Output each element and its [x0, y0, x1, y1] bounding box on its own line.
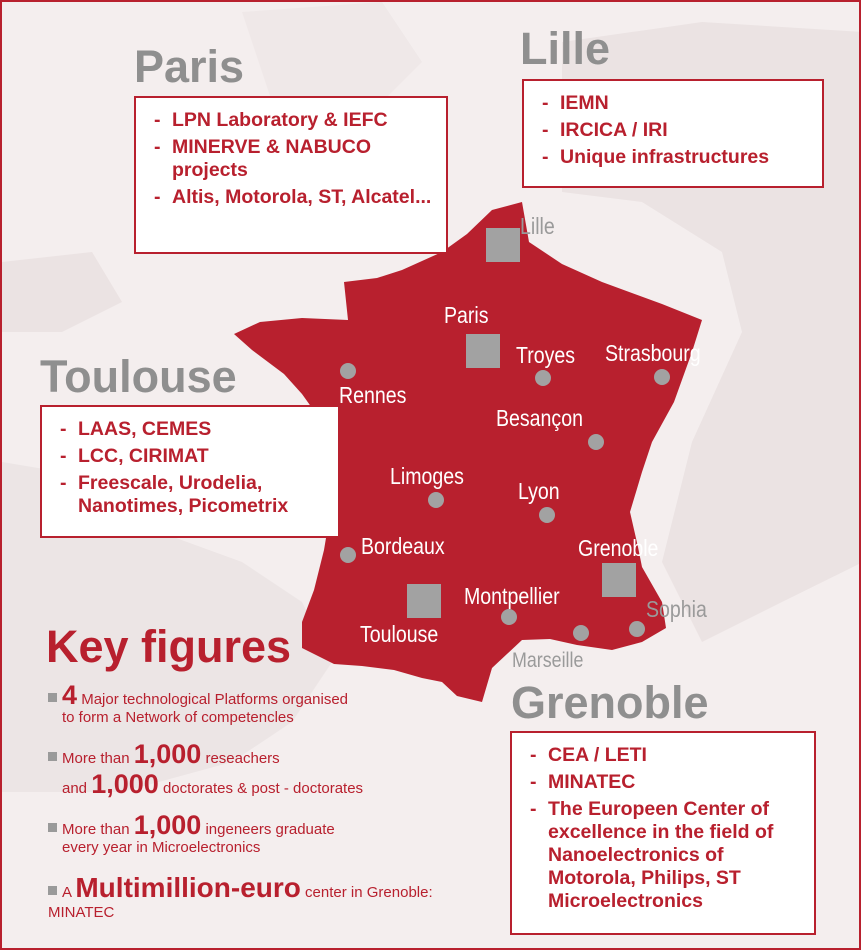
region-item: -CEA / LETI	[530, 744, 647, 766]
city-label-paris: Paris	[444, 302, 489, 328]
bullet-square-icon	[48, 886, 57, 895]
city-label-besancon: Besançon	[496, 405, 583, 431]
city-label-troyes: Troyes	[516, 342, 576, 368]
city-marker-dot	[654, 369, 670, 385]
city-marker-square	[602, 563, 636, 597]
city-marker-dot	[340, 547, 356, 563]
key-figure-engineers: More than 1,000 ingeneers graduate every…	[48, 812, 335, 857]
city-marker-square	[486, 228, 520, 262]
city-marker-dot	[428, 492, 444, 508]
bullet-square-icon	[48, 823, 57, 832]
key-figure-platforms: 4 Major technological Platforms organise…	[48, 682, 348, 727]
city-label-limoges: Limoges	[390, 463, 464, 489]
region-item: -LCC, CIRIMAT	[60, 445, 209, 467]
city-marker-square	[466, 334, 500, 368]
region-box-grenoble: -CEA / LETI -MINATEC -The Europeen Cente…	[510, 731, 816, 935]
region-item: -Altis, Motorola, ST, Alcatel...	[154, 186, 432, 208]
city-label-strasbourg: Strasbourg	[605, 340, 701, 366]
region-item: -Unique infrastructures	[542, 146, 770, 168]
city-marker-dot	[588, 434, 604, 450]
region-title-lille: Lille	[520, 23, 611, 74]
region-item: -LAAS, CEMES	[60, 418, 212, 440]
region-item: -IRCICA / IRI	[542, 119, 668, 141]
city-label-lyon: Lyon	[518, 478, 560, 504]
city-label-montpellier: Montpellier	[464, 583, 560, 609]
region-item: -The Europeen Center of excellence in th…	[530, 798, 774, 912]
key-figure-center: A Multimillion-euro center in Grenoble: …	[48, 872, 433, 921]
neighbour-land	[2, 462, 332, 792]
key-figure-researchers: More than 1,000 reseachers and 1,000 doc…	[48, 741, 363, 798]
city-marker-dot	[573, 625, 589, 641]
bullet-square-icon	[48, 752, 57, 761]
region-title-toulouse: Toulouse	[40, 351, 237, 402]
france-shape	[234, 202, 702, 702]
region-box-lille: -IEMN -IRCICA / IRI -Unique infrastructu…	[522, 79, 824, 188]
city-marker-dot	[501, 609, 517, 625]
region-item: -MINERVE & NABUCO projects	[154, 136, 371, 181]
city-label-bordeaux: Bordeaux	[361, 533, 445, 559]
region-box-toulouse: -LAAS, CEMES -LCC, CIRIMAT -Freescale, U…	[40, 405, 340, 538]
city-label-grenoble: Grenoble	[578, 535, 659, 561]
key-figures-title: Key figures	[46, 621, 292, 672]
region-item: -IEMN	[542, 92, 609, 114]
region-item: -LPN Laboratory & IEFC	[154, 109, 388, 131]
city-marker-dot	[535, 370, 551, 386]
city-label-toulouse: Toulouse	[360, 621, 439, 647]
region-item: -MINATEC	[530, 771, 636, 793]
city-label-rennes: Rennes	[339, 382, 407, 408]
region-title-grenoble: Grenoble	[511, 677, 709, 728]
neighbour-land	[242, 2, 422, 122]
bullet-square-icon	[48, 693, 57, 702]
city-marker-dot	[629, 621, 645, 637]
neighbour-land	[2, 252, 122, 332]
city-label-sophia: Sophia	[646, 596, 707, 622]
city-label-marseille: Marseille	[512, 649, 584, 672]
region-box-paris: -LPN Laboratory & IEFC -MINERVE & NABUCO…	[134, 96, 448, 254]
city-marker-dot	[340, 363, 356, 379]
region-item: -Freescale, Urodelia, Nanotimes, Picomet…	[60, 472, 289, 517]
city-marker-square	[407, 584, 441, 618]
region-title-paris: Paris	[134, 41, 245, 92]
city-label-lille: Lille	[520, 213, 555, 239]
city-marker-dot	[539, 507, 555, 523]
